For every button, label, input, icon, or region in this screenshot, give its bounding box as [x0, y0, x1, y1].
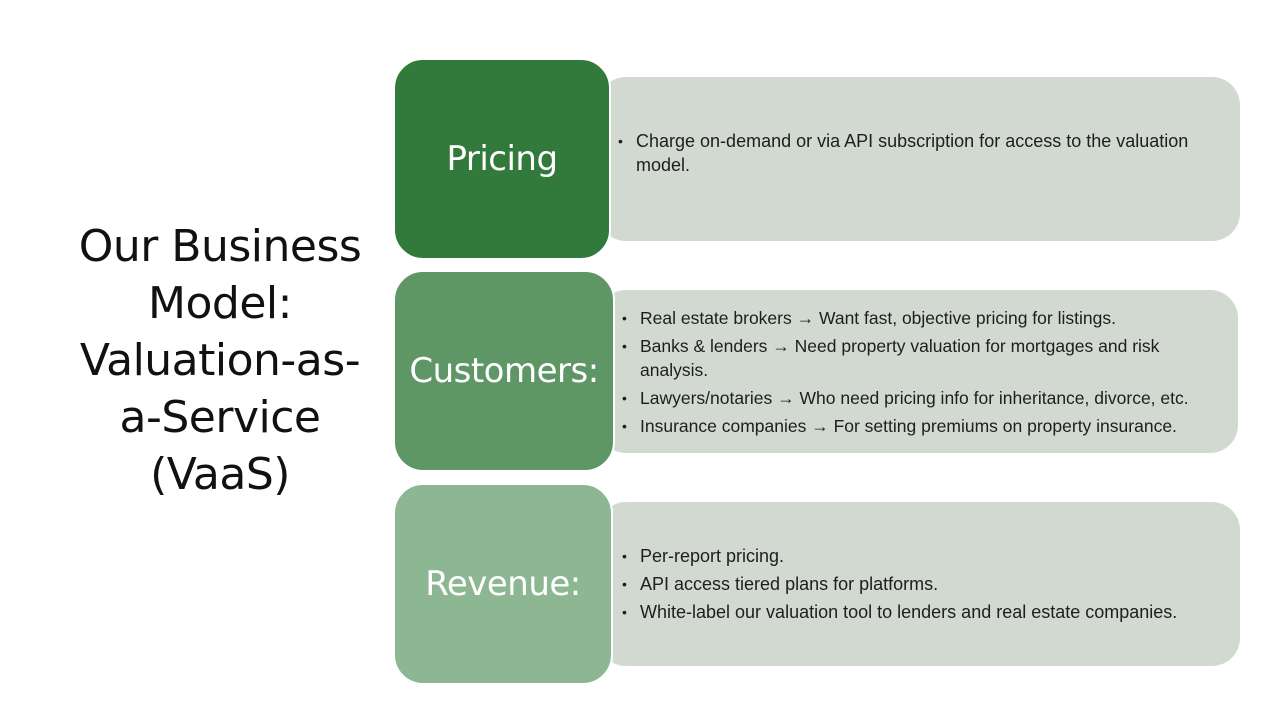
bullet-item: Charge on-demand or via API subscription… — [618, 129, 1208, 177]
title-line: (VaaS) — [150, 449, 290, 500]
customers-tile: Customers: — [393, 270, 615, 472]
bullet-item: Lawyers/notaries → Who need pricing info… — [622, 386, 1222, 410]
title-line: Valuation-as- — [79, 335, 361, 386]
pricing-details-panel: Charge on-demand or via API subscription… — [598, 77, 1240, 241]
bullet-item: Real estate brokers → Want fast, objecti… — [622, 306, 1222, 330]
pricing-bullet-list: Charge on-demand or via API subscription… — [618, 129, 1208, 177]
revenue-details-panel: Per-report pricing. API access tiered pl… — [598, 502, 1240, 666]
bullet-item: Insurance companies → For setting premiu… — [622, 414, 1222, 438]
bullet-item: Banks & lenders → Need property valuatio… — [622, 334, 1222, 382]
title-line: Our Business — [78, 221, 362, 272]
bullet-item: Per-report pricing. — [622, 544, 1222, 568]
pricing-tile: Pricing — [393, 58, 611, 260]
title-line: a-Service — [119, 392, 321, 443]
customers-bullet-list: Real estate brokers → Want fast, objecti… — [622, 306, 1222, 438]
customers-details-panel: Real estate brokers → Want fast, objecti… — [598, 290, 1238, 453]
revenue-bullet-list: Per-report pricing. API access tiered pl… — [622, 544, 1222, 624]
bullet-item: API access tiered plans for platforms. — [622, 572, 1222, 596]
slide-title: Our Business Model: Valuation-as- a-Serv… — [70, 218, 370, 503]
title-line: Model: — [148, 278, 292, 329]
customers-label: Customers: — [409, 351, 599, 391]
revenue-tile: Revenue: — [393, 483, 613, 685]
bullet-item: White-label our valuation tool to lender… — [622, 600, 1222, 624]
pricing-label: Pricing — [446, 139, 558, 179]
revenue-label: Revenue: — [425, 564, 581, 604]
